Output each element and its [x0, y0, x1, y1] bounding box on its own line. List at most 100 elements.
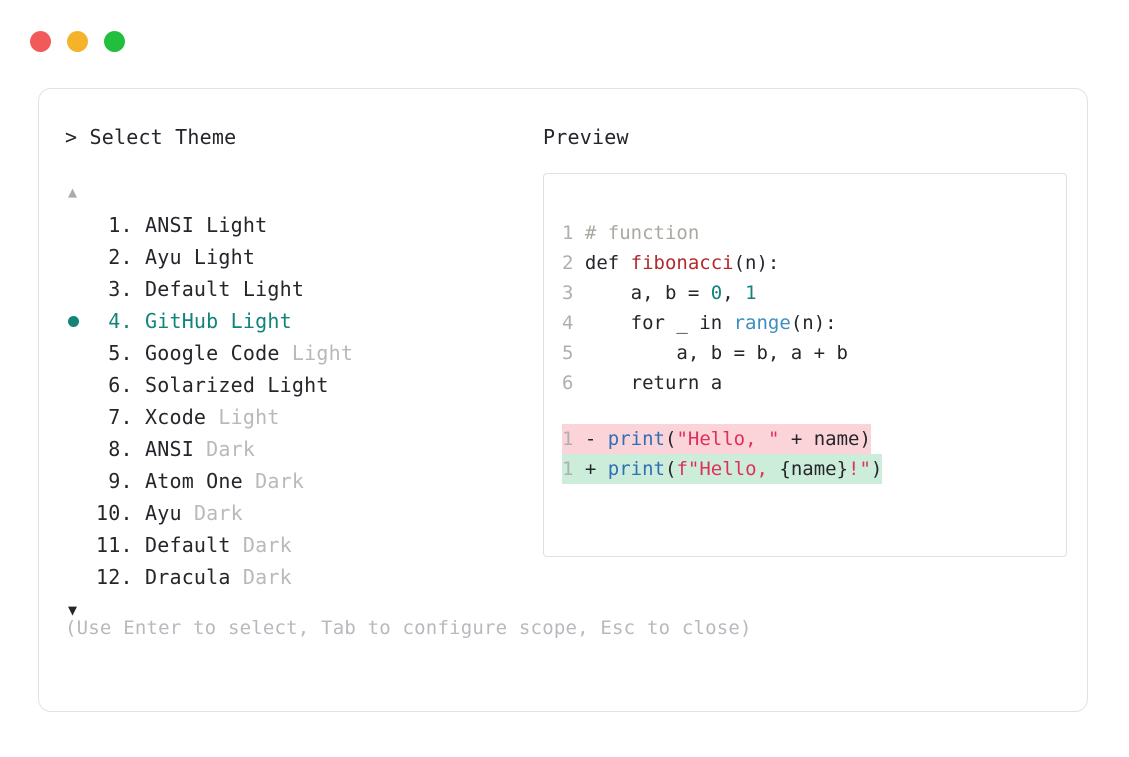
code-token: a, b = b, a + b	[584, 342, 848, 364]
theme-name: ANSI	[144, 437, 194, 461]
theme-list-item[interactable]: 10. Ayu Dark	[65, 497, 535, 529]
code-token: return a	[584, 372, 723, 394]
theme-name: Google Code	[144, 341, 280, 365]
code-token: a, b =	[584, 282, 711, 304]
code-token: (	[664, 428, 677, 450]
code-token: (n):	[790, 312, 837, 334]
theme-list-column: ▲ 1. ANSI Light 2. Ayu Light 3. Default …	[65, 181, 535, 621]
theme-index: 5.	[96, 341, 145, 365]
theme-name: Ayu Light	[144, 245, 256, 269]
theme-variant: Dark	[181, 501, 243, 525]
theme-list-item[interactable]: 9. Atom One Dark	[65, 465, 535, 497]
theme-variant: Dark	[242, 469, 305, 493]
page-title: > Select Theme	[65, 125, 237, 149]
code-token: print	[607, 458, 665, 480]
theme-index: 6.	[96, 373, 145, 397]
theme-list-item[interactable]: 5. Google Code Light	[65, 337, 535, 369]
diff-marker: +	[573, 458, 608, 480]
theme-list-item[interactable]: 12. Dracula Dark	[65, 561, 535, 593]
code-token: "Hello, "	[676, 428, 780, 450]
code-token: f"Hello,	[676, 458, 780, 480]
code-token: + name)	[779, 428, 871, 450]
code-token: # function	[584, 222, 700, 244]
code-token: print	[607, 428, 665, 450]
maximize-button-icon[interactable]	[104, 31, 125, 52]
code-token: )	[870, 458, 883, 480]
theme-list-item[interactable]: 4. GitHub Light	[65, 305, 535, 337]
scroll-up-icon[interactable]: ▲	[68, 183, 78, 201]
diff-line-del: 1 - print("Hello, " + name)	[562, 424, 871, 454]
line-number: 2	[562, 252, 585, 274]
line-number: 1	[562, 428, 574, 450]
diff-line-add: 1 + print(f"Hello, {name}!")	[562, 454, 883, 484]
theme-picker-card: > Select Theme Preview ▲ 1. ANSI Light 2…	[38, 88, 1088, 712]
theme-name: GitHub Light	[144, 309, 292, 333]
selected-dot-icon	[68, 315, 79, 327]
theme-index: 10.	[96, 501, 145, 525]
close-button-icon[interactable]	[30, 31, 51, 52]
theme-list-item[interactable]: 2. Ayu Light	[65, 241, 535, 273]
columns: ▲ 1. ANSI Light 2. Ayu Light 3. Default …	[65, 173, 1067, 619]
code-token: !"	[848, 458, 871, 480]
theme-variant: Light	[279, 341, 354, 365]
headings-row: > Select Theme Preview	[65, 125, 1063, 159]
window-controls	[30, 31, 125, 52]
code-token: 1	[745, 282, 757, 304]
line-number: 1	[562, 458, 574, 480]
theme-list-item[interactable]: 11. Default Dark	[65, 529, 535, 561]
line-number: 6	[562, 372, 585, 394]
code-line: 6 return a	[562, 368, 722, 398]
preview-title: Preview	[543, 125, 629, 149]
theme-name: Default	[144, 533, 231, 557]
theme-name: Xcode	[144, 405, 207, 429]
theme-name: Default Light	[144, 277, 305, 301]
line-number: 4	[562, 312, 585, 334]
theme-list-item[interactable]: 8. ANSI Dark	[65, 433, 535, 465]
theme-name: Atom One	[144, 469, 243, 493]
theme-list-item[interactable]: 1. ANSI Light	[65, 209, 535, 241]
theme-picker-body: > Select Theme Preview ▲ 1. ANSI Light 2…	[65, 125, 1067, 689]
code-line: 1 # function	[562, 218, 699, 248]
line-number: 5	[562, 342, 585, 364]
minimize-button-icon[interactable]	[67, 31, 88, 52]
keyboard-hint: (Use Enter to select, Tab to configure s…	[65, 617, 752, 639]
code-token: def	[584, 252, 631, 274]
theme-index: 3.	[96, 277, 145, 301]
code-line: 2 def fibonacci(n):	[562, 248, 779, 278]
theme-index: 4.	[96, 309, 145, 333]
code-token: {name}	[779, 458, 849, 480]
code-token: for _ in	[584, 312, 734, 334]
theme-index: 9.	[96, 469, 145, 493]
theme-list-item[interactable]: 7. Xcode Light	[65, 401, 535, 433]
theme-index: 7.	[96, 405, 145, 429]
code-token: ,	[722, 282, 746, 304]
code-line: 5 a, b = b, a + b	[562, 338, 848, 368]
theme-index: 11.	[96, 533, 145, 557]
code-token: 0	[710, 282, 723, 304]
theme-list: 1. ANSI Light 2. Ayu Light 3. Default Li…	[65, 209, 535, 593]
theme-variant: Dark	[230, 565, 292, 589]
theme-name: Ayu	[144, 501, 182, 525]
code-token: fibonacci	[630, 252, 734, 274]
theme-list-item[interactable]: 3. Default Light	[65, 273, 535, 305]
code-line: 3 a, b = 0, 1	[562, 278, 757, 308]
theme-name: ANSI Light	[144, 213, 268, 237]
theme-name: Solarized Light	[144, 373, 329, 397]
code-line: 4 for _ in range(n):	[562, 308, 837, 338]
theme-variant: Dark	[193, 437, 256, 461]
code-token: (	[664, 458, 677, 480]
theme-variant: Dark	[230, 533, 292, 557]
theme-name: Dracula	[144, 565, 231, 589]
scroll-down-icon[interactable]: ▼	[68, 601, 78, 619]
selection-indicator	[65, 315, 96, 327]
line-number: 3	[562, 282, 585, 304]
theme-index: 2.	[96, 245, 145, 269]
diff-spacer	[562, 398, 1066, 424]
theme-index: 1.	[96, 213, 145, 237]
theme-list-item[interactable]: 6. Solarized Light	[65, 369, 535, 401]
theme-index: 12.	[96, 565, 145, 589]
code-token: range	[733, 312, 791, 334]
theme-variant: Light	[206, 405, 280, 429]
